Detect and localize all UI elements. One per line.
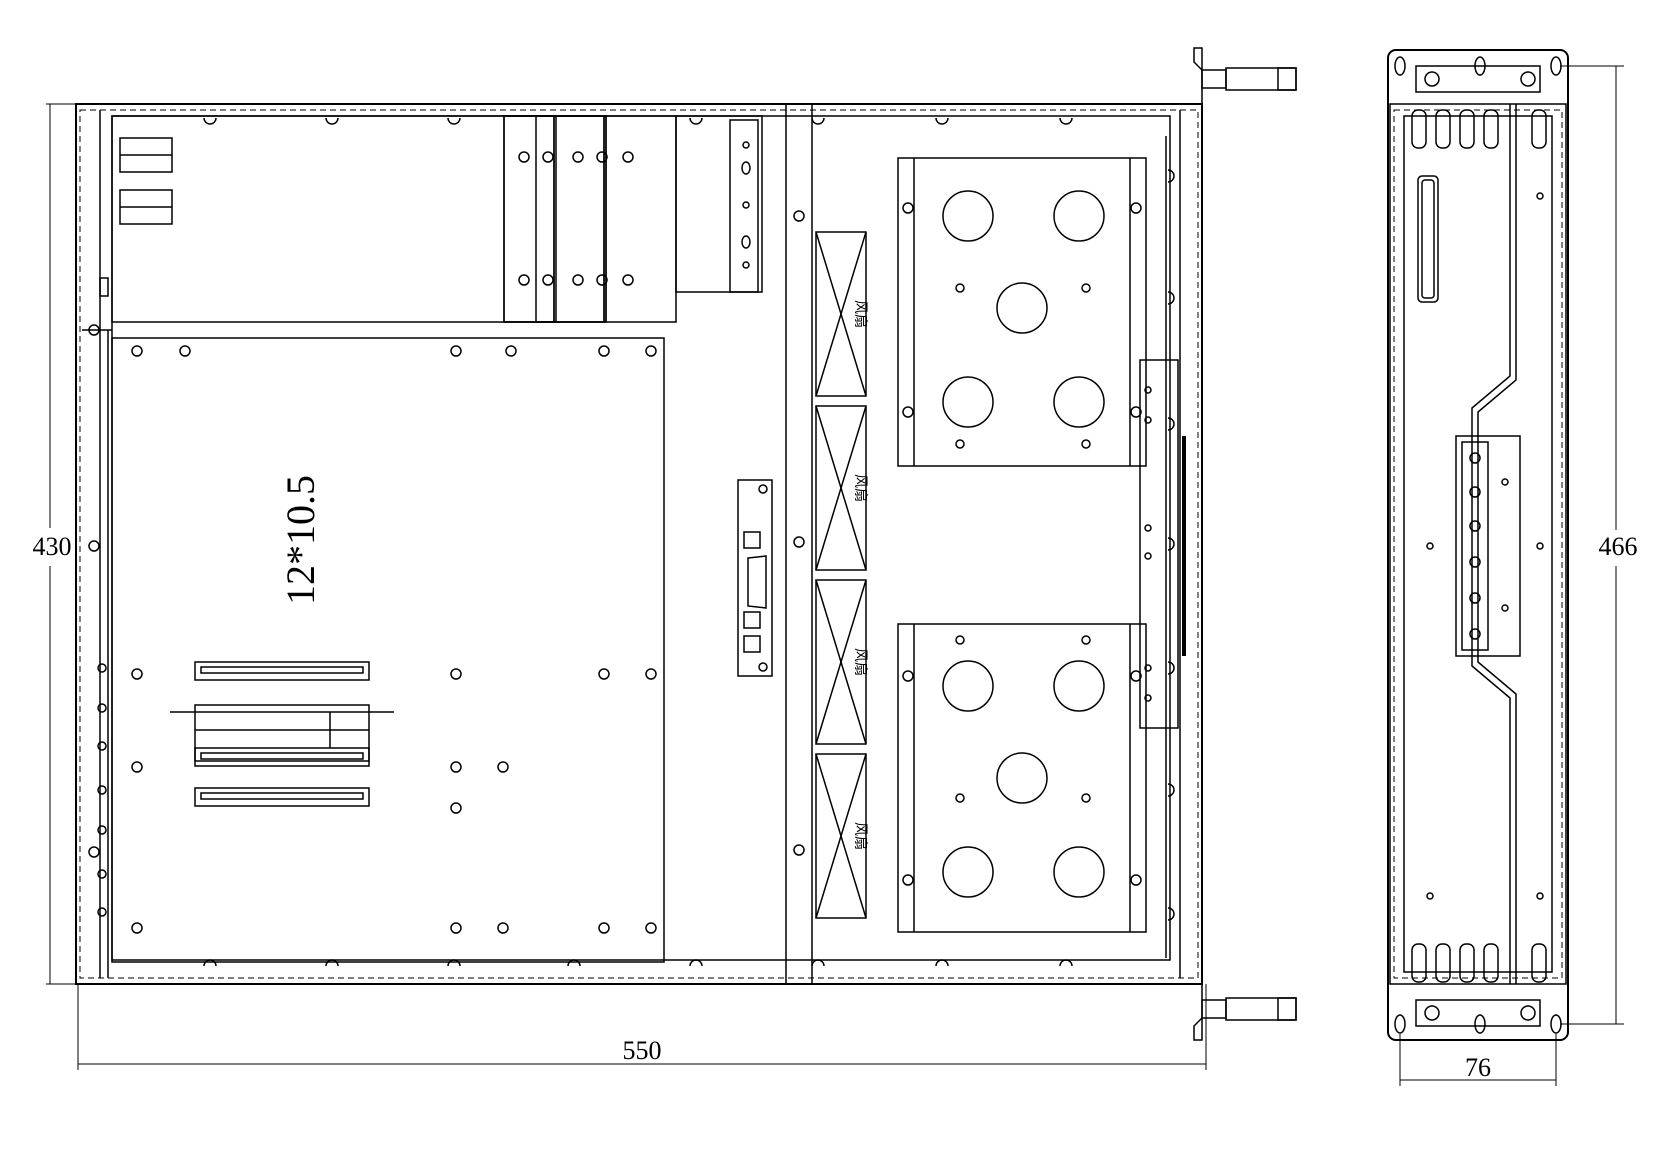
front-ear-bottom [1193,984,1203,1041]
fan-label-4: 风扇 [852,822,868,850]
fan-array [815,231,867,919]
width-dimension: 550 [623,1036,662,1065]
control-panel [1455,435,1521,657]
motherboard-area [111,337,665,963]
fan-2 [815,405,867,571]
fan-1 [815,231,867,397]
front-ear-top [1193,47,1203,104]
vent-slots [1411,109,1547,983]
rail-screws [88,324,107,917]
side-width-dimension: 76 [1465,1053,1491,1082]
drive-cage-bottom [897,623,1147,933]
dimension-lines-side-view [1399,65,1624,1086]
fan-label-1: 风扇 [852,300,868,328]
height-dimension: 466 [1599,532,1638,561]
fan-4 [815,753,867,919]
side-view: 466 76 [1387,49,1638,1086]
io-board [737,479,773,677]
top-view: 12*10.5 [33,47,1297,1070]
standoffs [131,345,657,934]
optical-slot [1417,175,1439,303]
drive-cage-top [897,157,1147,467]
front-panel-board [1139,359,1179,729]
fan-3 [815,579,867,745]
depth-dimension: 430 [33,532,72,561]
dimension-lines-top-view [46,103,1207,1070]
board-size-label: 12*10.5 [278,475,323,605]
chassis-outline [75,103,1203,985]
expansion-slots [170,661,394,807]
fan-label-3: 风扇 [852,648,868,676]
psu-bay [111,115,605,323]
fan-label-2: 风扇 [852,474,868,502]
front-panel-outline [1387,49,1569,1041]
edge-clips [203,117,1175,967]
